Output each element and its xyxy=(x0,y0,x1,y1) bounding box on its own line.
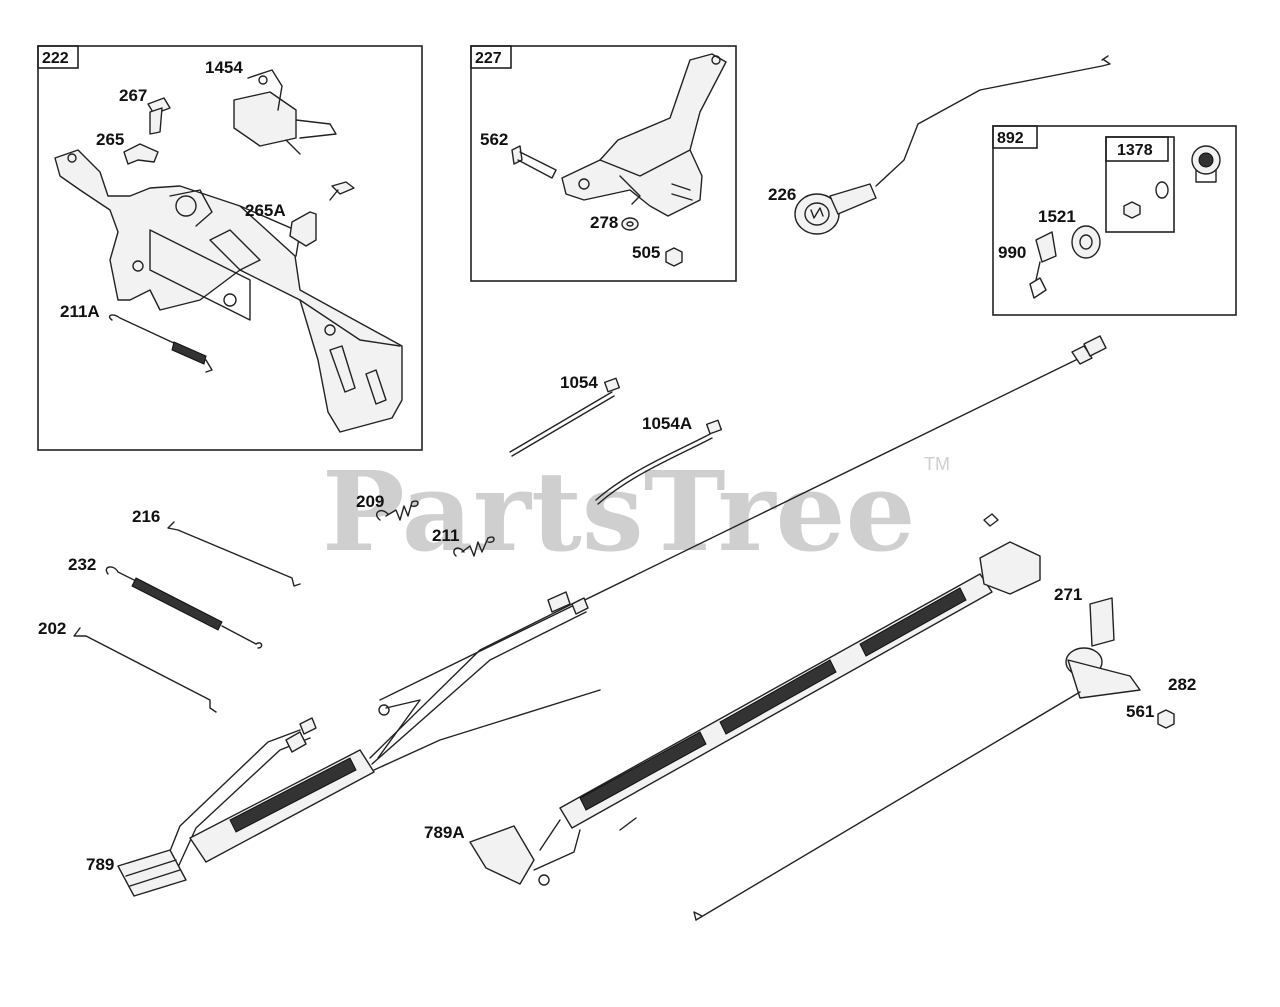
part-small-bolt[interactable] xyxy=(329,181,355,201)
part-211-spring[interactable]: 211 xyxy=(432,526,495,557)
part-990-key[interactable] xyxy=(1029,231,1057,299)
label-265A: 265A xyxy=(245,201,286,220)
part-505-nut[interactable] xyxy=(665,247,683,267)
group-1378-tag xyxy=(1105,136,1169,162)
label-561: 561 xyxy=(1126,702,1154,721)
group-892-tag xyxy=(992,125,1038,149)
part-216-rod[interactable]: 216 xyxy=(132,507,301,587)
label-267: 267 xyxy=(119,86,147,105)
label-562: 562 xyxy=(480,130,508,149)
group-222-frame xyxy=(37,45,423,451)
part-1054A-cable-tie[interactable]: 1054A xyxy=(595,414,723,505)
group-222[interactable]: 222 xyxy=(37,45,423,451)
group-227[interactable]: 227 562 278 505 xyxy=(470,45,737,282)
label-1454: 1454 xyxy=(205,58,243,77)
part-226-choke-cable[interactable]: 226 xyxy=(768,55,1111,235)
group-227-frame xyxy=(470,45,737,282)
label-271: 271 xyxy=(1054,585,1082,604)
group-227-label: 227 xyxy=(475,50,502,67)
group-1378-label: 1378 xyxy=(1117,142,1153,159)
part-271-sensor[interactable]: 271 282 xyxy=(693,585,1196,921)
part-265-clip[interactable] xyxy=(123,143,159,165)
part-1454-switch[interactable] xyxy=(233,69,337,155)
group-222-tag xyxy=(37,45,79,69)
group-892-label: 892 xyxy=(997,130,1024,147)
part-232-spring-rod[interactable]: 232 xyxy=(68,555,263,649)
part-211A-spring[interactable] xyxy=(108,314,213,373)
label-789: 789 xyxy=(86,855,114,874)
label-202: 202 xyxy=(38,619,66,638)
part-267-bolt[interactable] xyxy=(147,97,171,135)
watermark-text: PartsTree xyxy=(322,447,916,576)
part-562-pin[interactable] xyxy=(511,145,557,179)
part-1521-bezel[interactable] xyxy=(1071,225,1101,259)
part-265A-clip[interactable] xyxy=(289,211,317,247)
label-209: 209 xyxy=(356,492,384,511)
label-226: 226 xyxy=(768,185,796,204)
watermark-tm: TM xyxy=(924,454,950,474)
long-cable[interactable] xyxy=(379,335,1107,701)
label-1054: 1054 xyxy=(560,373,598,392)
group-892[interactable]: 892 1378 1521 990 xyxy=(992,125,1237,316)
label-1521: 1521 xyxy=(1038,207,1076,226)
part-561-nut[interactable]: 561 xyxy=(1126,702,1175,729)
label-216: 216 xyxy=(132,507,160,526)
group-892-frame xyxy=(992,125,1237,316)
label-990: 990 xyxy=(998,243,1026,262)
label-265: 265 xyxy=(96,130,124,149)
watermark: PartsTree TM xyxy=(322,447,950,576)
label-211A: 211A xyxy=(60,302,100,321)
label-232: 232 xyxy=(68,555,96,574)
part-209-spring[interactable]: 209 xyxy=(356,492,419,521)
part-1378-hardware[interactable] xyxy=(1123,181,1169,219)
part-202-rod[interactable]: 202 xyxy=(38,619,217,713)
group-222-label: 222 xyxy=(42,50,69,67)
part-789-wire-harness[interactable]: 789 xyxy=(86,591,601,897)
group-227-tag xyxy=(470,45,512,69)
control-bracket[interactable] xyxy=(54,149,403,433)
part-ignition-switch[interactable] xyxy=(1191,145,1221,183)
label-789A: 789A xyxy=(424,823,465,842)
label-505: 505 xyxy=(632,243,660,262)
throttle-lever[interactable] xyxy=(561,53,727,217)
label-1054A: 1054A xyxy=(642,414,692,433)
part-789A-wire-harness[interactable]: 789A xyxy=(424,513,1041,886)
part-278-washer[interactable] xyxy=(621,217,639,231)
part-1054-cable-tie[interactable]: 1054 xyxy=(509,373,621,457)
label-282: 282 xyxy=(1168,675,1196,694)
label-278: 278 xyxy=(590,213,618,232)
label-211: 211 xyxy=(432,526,459,545)
